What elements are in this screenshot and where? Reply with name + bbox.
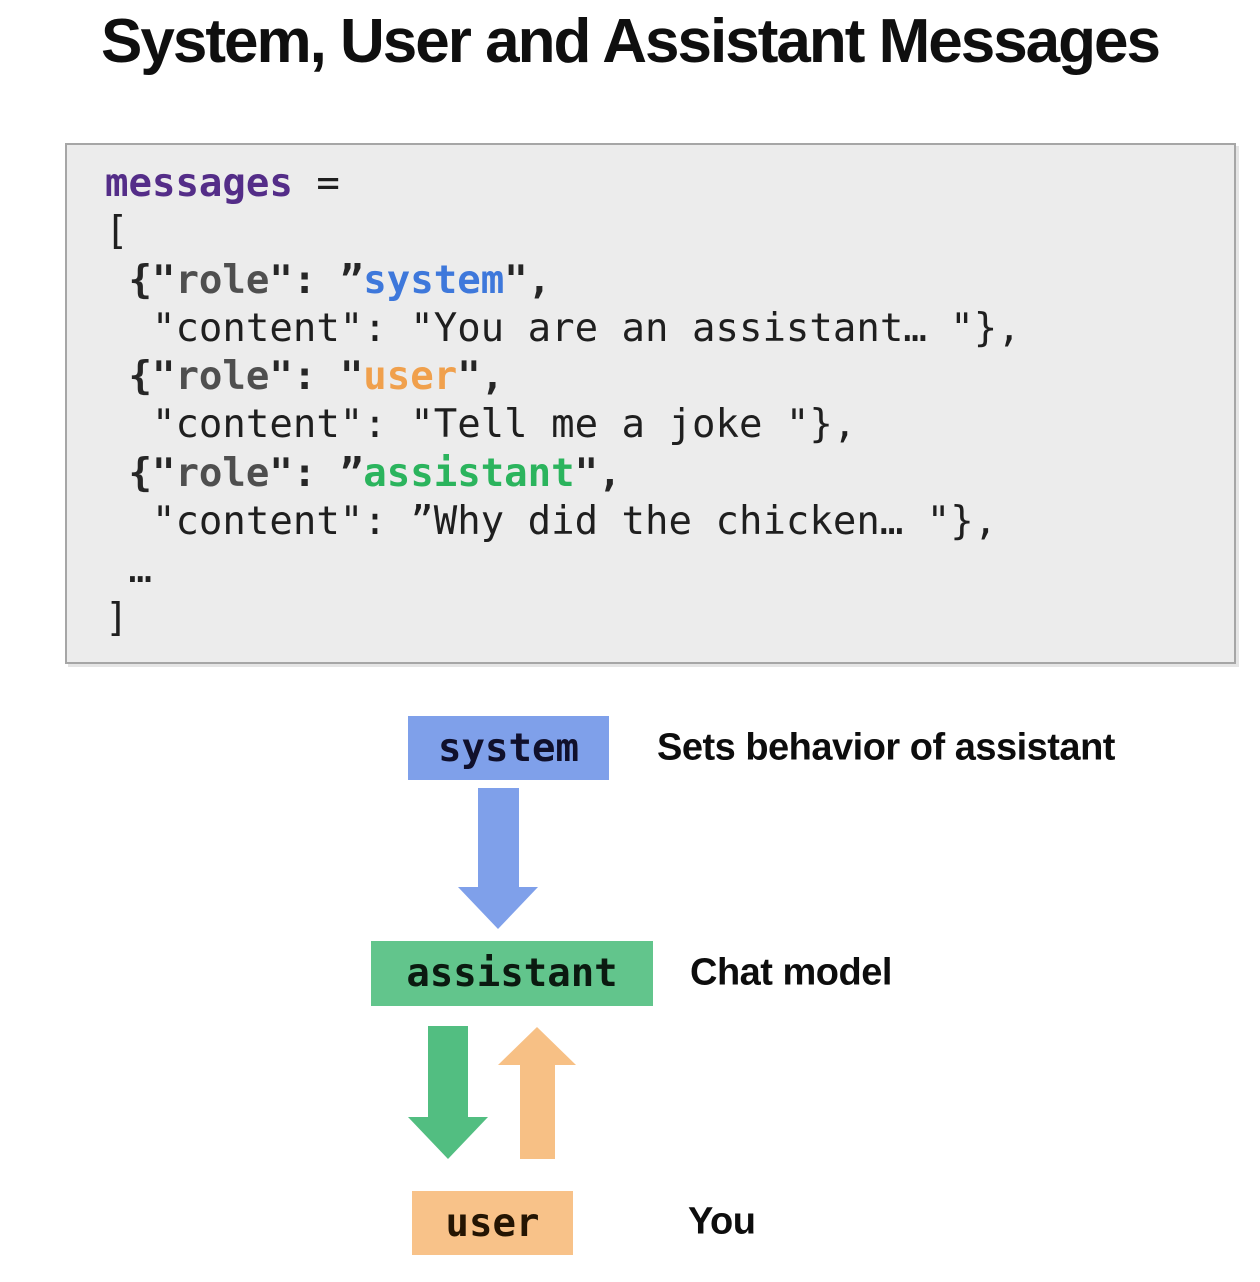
code-line: "content": ”Why did the chicken… "}, bbox=[105, 499, 998, 545]
code-line: "content": "Tell me a joke "}, bbox=[105, 402, 857, 448]
arrow-assistant-to-user-head bbox=[408, 1117, 488, 1159]
arrow-system-to-assistant-head bbox=[458, 887, 538, 929]
arrow-user-to-assistant-shaft bbox=[520, 1064, 555, 1159]
arrow-system-to-assistant-shaft bbox=[478, 788, 519, 888]
diagram-node-user: user bbox=[412, 1191, 573, 1255]
code-line: {"role": ”system", bbox=[105, 257, 552, 303]
page-title: System, User and Assistant Messages bbox=[101, 7, 1161, 76]
code-line: [ bbox=[105, 209, 129, 255]
diagram-label-system-desc: Sets behavior of assistant bbox=[657, 726, 1115, 769]
code-lines: messages =[ {"role": ”system", "content"… bbox=[67, 145, 1234, 643]
code-line: {"role": ”assistant", bbox=[105, 450, 622, 496]
diagram-node-system: system bbox=[408, 716, 609, 780]
code-line: "content": "You are an assistant… "}, bbox=[105, 305, 1021, 351]
diagram-label-user-desc: You bbox=[688, 1200, 756, 1243]
diagram-label-assistant-desc: Chat model bbox=[690, 951, 892, 994]
code-line: {"role": "user", bbox=[105, 354, 505, 400]
code-line: … bbox=[105, 547, 152, 593]
code-line: messages = bbox=[105, 161, 340, 206]
code-panel: messages =[ {"role": ”system", "content"… bbox=[65, 143, 1236, 664]
arrow-assistant-to-user-shaft bbox=[428, 1026, 468, 1118]
arrow-user-to-assistant-head bbox=[498, 1027, 576, 1065]
diagram-node-assistant: assistant bbox=[371, 941, 653, 1006]
code-line: ] bbox=[105, 595, 129, 641]
